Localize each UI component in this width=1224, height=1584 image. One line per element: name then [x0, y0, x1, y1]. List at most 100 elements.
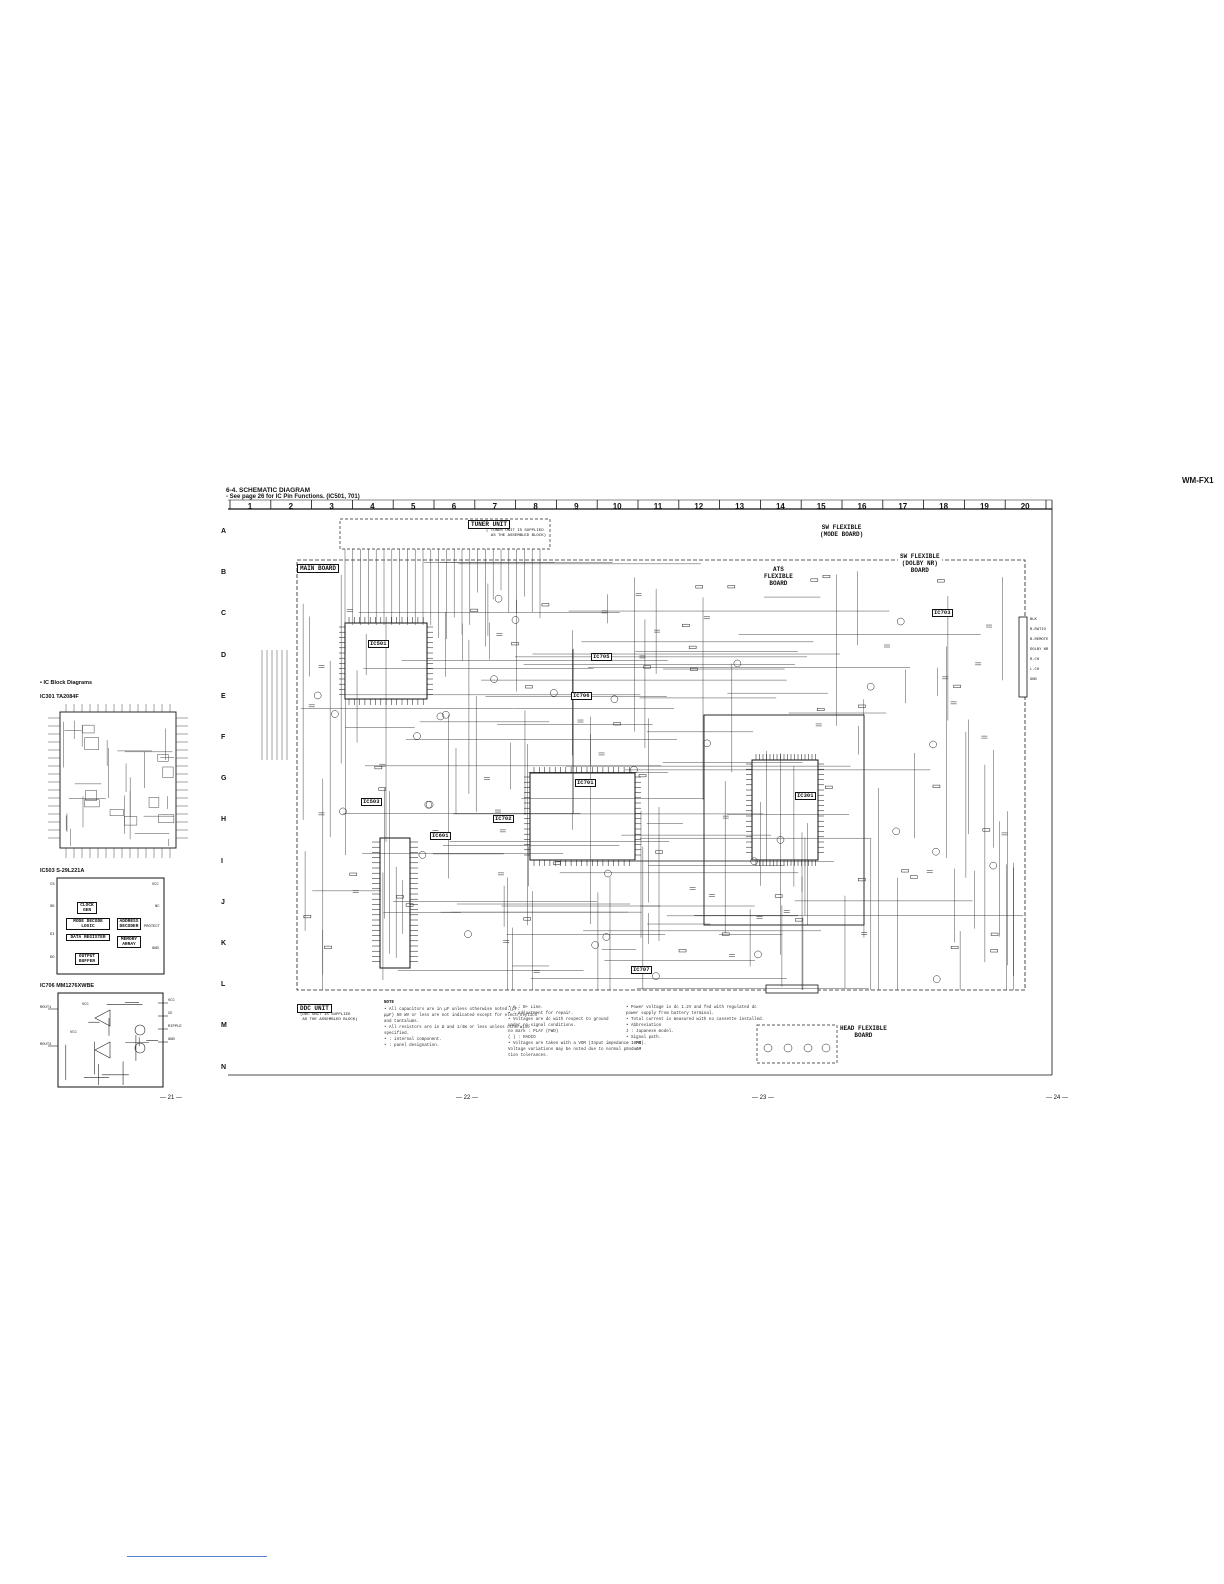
ic706-pin-vcc: VCC: [168, 999, 175, 1003]
grid-column-1: 1: [247, 502, 253, 511]
ats-line2: FLEXIBLE: [762, 573, 795, 580]
ddc-unit-note: (DDC UNIT IS SUPPLIED AS THE ASSEMBLED B…: [300, 1013, 358, 1022]
grid-column-10: 10: [612, 502, 622, 511]
note-line: • : adjustment for repair.: [508, 1012, 574, 1016]
grid-row-A: A: [221, 528, 227, 535]
note-line: tion tolerances.: [508, 1054, 549, 1058]
ic706-pin-rout1: ROUT1: [40, 1006, 52, 1010]
ic706-pin-ripple: RIPPLE: [168, 1025, 182, 1029]
grid-column-20: 20: [1020, 502, 1030, 511]
ats-line1: ATS: [762, 566, 795, 573]
note-line: • All resistors are in Ω and 1/4W or les…: [384, 1026, 530, 1030]
grid-column-8: 8: [533, 502, 538, 511]
grid-column-4: 4: [370, 502, 375, 511]
note-line: J : Japanese model.: [626, 1030, 674, 1034]
ic706-inner-vcc-2: VCC: [70, 1031, 77, 1035]
note-line: • Total current is measured with no cass…: [626, 1018, 765, 1022]
grid-column-16: 16: [857, 502, 867, 511]
head-line1: HEAD FLEXIBLE: [838, 1025, 889, 1032]
model-label: WM-FX1: [1182, 476, 1214, 485]
note-line: • : internal component.: [384, 1038, 442, 1042]
note-line: • Signal path.: [626, 1036, 662, 1040]
ddc-unit-label: DDC UNIT: [297, 1004, 332, 1013]
connector-pin-1: BLK: [1030, 618, 1037, 622]
grid-row-L: L: [221, 981, 226, 989]
ic703-label: IC703: [932, 609, 953, 617]
ic503-pin-gnd: GND: [152, 947, 159, 951]
section-subtitle: - See page 26 for IC Pin Functions. (IC5…: [226, 494, 360, 500]
note-line: • Voltages are dc with respect to ground: [508, 1018, 609, 1022]
note-line: and tantalums.: [384, 1020, 420, 1024]
ic301-label: IC301: [795, 792, 816, 800]
ic503-output-buffer: OUTPUT BUFFER: [75, 953, 99, 965]
footer-rule: [127, 1556, 267, 1557]
note-line: • Power voltage is dc 1.2V and fed with …: [626, 1006, 757, 1010]
ic707-label: IC707: [631, 966, 652, 974]
sw-mode-line1: SW FLEXIBLE: [818, 524, 866, 531]
head-flexible-label: HEAD FLEXIBLE BOARD: [838, 1025, 889, 1039]
note-line: ⇨ : FM: [626, 1042, 642, 1046]
ic503-pin-do: DO: [50, 956, 55, 960]
grid-column-14: 14: [775, 502, 785, 511]
notes-column-2: • ⊖ : B+ Line.• : adjustment for repair.…: [508, 1005, 646, 1059]
note-line: • Abbreviation: [626, 1024, 662, 1028]
ic702-label: IC702: [493, 815, 514, 823]
grid-row-F: F: [221, 734, 226, 741]
note-line: under no-signal conditions.: [508, 1024, 576, 1028]
grid-column-3: 3: [329, 502, 334, 511]
grid-row-M: M: [221, 1022, 227, 1030]
grid-column-18: 18: [939, 502, 949, 511]
grid-column-15: 15: [816, 502, 826, 511]
ic503-label: IC503: [361, 798, 382, 806]
ats-line3: BOARD: [762, 580, 795, 587]
grid-column-5: 5: [410, 502, 416, 511]
note-line: • All capacitors are in μF unless otherw…: [384, 1008, 520, 1012]
grid-row-G: G: [221, 775, 227, 783]
grid-row-J: J: [221, 898, 225, 906]
sw-dolby-line3: BOARD: [898, 567, 942, 574]
grid-row-B: B: [221, 569, 227, 577]
grid-column-2: 2: [288, 502, 294, 511]
note-line: μμF) 50 WV or less are not indicated exc…: [384, 1014, 538, 1018]
note-line: • Voltages are taken with a VOM (Input i…: [508, 1042, 647, 1046]
sw-dolby-line2: (DOLBY NR): [898, 560, 942, 567]
ic503-clock-gen: CLOCK GEN: [77, 902, 97, 914]
page-number-24: — 24 —: [1046, 1095, 1069, 1101]
ic706-pin-ce: CE: [168, 1012, 173, 1016]
grid-column-12: 12: [694, 502, 704, 511]
tuner-unit-note: ( TUNER UNIT IS SUPPLIED AS THE ASSEMBLE…: [486, 529, 547, 538]
ic503-data-register: DATA REGISTER: [66, 934, 110, 941]
note-line: • : panel designation.: [384, 1044, 440, 1048]
notes-column-3: • Power voltage is dc 1.2V and fed with …: [626, 1005, 764, 1053]
ic503-pin-di: DI: [50, 933, 55, 937]
head-line2: BOARD: [838, 1032, 889, 1039]
ic503-pin-sk: SK: [50, 905, 55, 909]
grid-row-K: K: [221, 940, 227, 947]
ic706-label: IC706: [571, 692, 592, 700]
grid-column-9: 9: [574, 502, 579, 511]
ic701-label: IC701: [575, 779, 596, 787]
note-line: no mark : PLAY (FWD): [508, 1030, 559, 1034]
grid-row-I: I: [221, 857, 223, 865]
ic-block-diagrams: [48, 704, 188, 1088]
connector-pin-2: B-RATIO: [1030, 628, 1046, 632]
ic503-pin-nc: NC: [155, 905, 160, 909]
connector-pin-5: R-CH: [1030, 658, 1040, 662]
connector-pin-4: DOLBY NR: [1030, 648, 1049, 652]
connector-pin-6: L-CH: [1030, 668, 1040, 672]
sw-flexible-dolby-label: SW FLEXIBLE (DOLBY NR) BOARD: [898, 553, 942, 574]
ic503-memory-array: MEMORY ARRAY: [117, 936, 141, 948]
grid-column-19: 19: [979, 502, 989, 511]
ic503-mode-decode: MODE DECODE LOGIC: [66, 918, 110, 930]
sw-mode-line2: (MODE BOARD): [818, 531, 866, 538]
note-line: Voltage variations may be noted due to n…: [508, 1048, 642, 1052]
note-line: ⊃ : AM: [626, 1048, 642, 1052]
notes-column-1: • All capacitors are in μF unless otherw…: [384, 1007, 537, 1049]
ic503-pin-cs: CS: [50, 883, 55, 887]
ic-block-diagrams-heading: • IC Block Diagrams: [40, 680, 93, 686]
grid-column-6: 6: [451, 502, 457, 511]
note-line: specified.: [384, 1032, 410, 1036]
ic706-inner-vcc-1: VCC: [82, 1003, 89, 1007]
grid-column-13: 13: [735, 502, 745, 511]
grid-column-11: 11: [653, 502, 663, 511]
